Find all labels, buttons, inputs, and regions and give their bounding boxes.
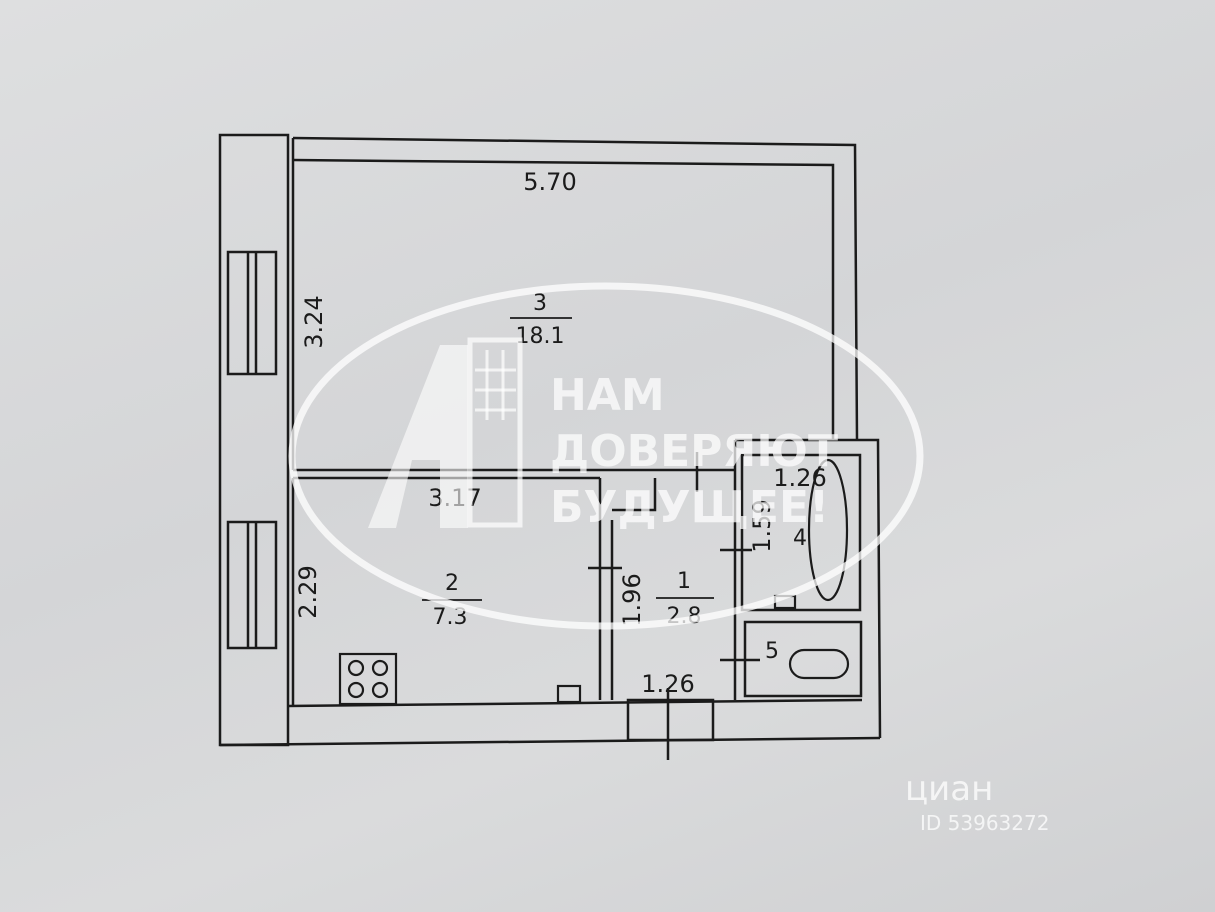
watermark-line-2: ДОВЕРЯЮТ: [550, 426, 838, 477]
watermark-line-3: БУДУЩЕЕ!: [550, 482, 829, 533]
entrance-door: [626, 698, 715, 742]
left-exterior-wall: [218, 133, 290, 747]
stove-burner-icon: [371, 681, 389, 699]
room-3-inner-edge: [292, 158, 835, 440]
dim-room1-depth: 1.96: [618, 573, 646, 626]
watermark-logo-building: [467, 337, 523, 528]
stove-icon: [338, 652, 398, 706]
toilet-icon: [788, 648, 850, 680]
fixtures: [338, 458, 850, 706]
watermark-logo-letter: [368, 345, 468, 528]
window-lower: [226, 520, 278, 650]
room-3-area: 18.1: [516, 324, 565, 349]
dim-room4-width: 1.26: [773, 464, 826, 492]
top-right-exterior-wall: [292, 136, 859, 441]
bottom-exterior-wall: [219, 736, 881, 747]
stove-burner-icon: [371, 659, 389, 677]
room-5-outline: [743, 620, 863, 698]
walls: [218, 133, 882, 760]
room-4-outline: [740, 453, 862, 612]
window-upper: [226, 250, 278, 376]
cian-id-text: ID 53963272: [920, 811, 1049, 835]
bath-block-outer: [735, 438, 882, 739]
dim-room1-width: 1.26: [641, 670, 694, 698]
room-3-number: 3: [533, 291, 547, 316]
dim-room3-width: 5.70: [523, 168, 576, 196]
room-4-number: 4: [793, 526, 807, 551]
room-5-number: 5: [765, 639, 779, 664]
stove-burner-icon: [347, 681, 365, 699]
dim-room4-depth: 1.59: [748, 499, 776, 552]
room-1-number: 1: [677, 569, 691, 594]
watermark-line-1: НАМ: [550, 370, 665, 421]
watermark-building-grid: [475, 350, 516, 420]
cian-logo-text: циан: [905, 769, 993, 809]
cian-watermark: циан ID 53963272: [905, 769, 1049, 835]
dim-room3-depth: 3.24: [300, 295, 328, 348]
bathtub-icon: [807, 458, 849, 602]
room-2-number: 2: [445, 571, 459, 596]
dim-room2-depth: 2.29: [294, 565, 322, 618]
stove-burner-icon: [347, 659, 365, 677]
hall-door-jamb: [612, 478, 657, 512]
watermark-ellipse: [288, 282, 924, 630]
agency-watermark: НАМ ДОВЕРЯЮТ БУДУЩЕЕ!: [288, 282, 924, 630]
kitchen-sink-icon: [556, 684, 582, 704]
